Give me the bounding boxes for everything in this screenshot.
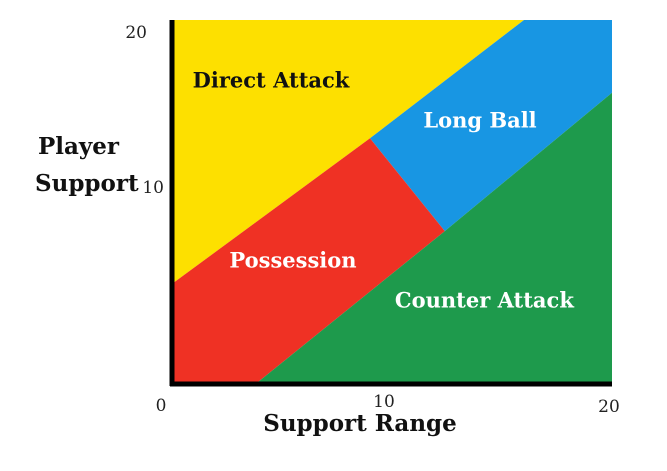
x-tick-label-20: 20 bbox=[598, 397, 620, 417]
region-label-direct-attack: Direct Attack bbox=[193, 67, 350, 92]
y-axis-title-line-1: Player bbox=[38, 133, 120, 160]
x-tick-label-10: 10 bbox=[373, 392, 395, 412]
regions-layer bbox=[172, 20, 612, 385]
y-tick-label-10: 10 bbox=[142, 178, 164, 198]
x-tick-label-0: 0 bbox=[156, 396, 167, 416]
region-direct-attack bbox=[172, 20, 524, 284]
x-axis-title: Support Range bbox=[263, 410, 457, 437]
labels-layer: Player Support Support Range 10 20 0 10 … bbox=[35, 23, 620, 437]
y-axis-title-line-2: Support bbox=[35, 170, 139, 197]
region-label-possession: Possession bbox=[229, 248, 356, 273]
region-label-counter-attack: Counter Attack bbox=[395, 288, 574, 313]
y-tick-label-20: 20 bbox=[125, 23, 147, 43]
region-label-long-ball: Long Ball bbox=[423, 107, 536, 132]
axes-layer bbox=[169, 20, 612, 387]
region-long-ball bbox=[370, 20, 612, 232]
region-counter-attack bbox=[255, 92, 612, 385]
region-possession bbox=[172, 138, 445, 384]
